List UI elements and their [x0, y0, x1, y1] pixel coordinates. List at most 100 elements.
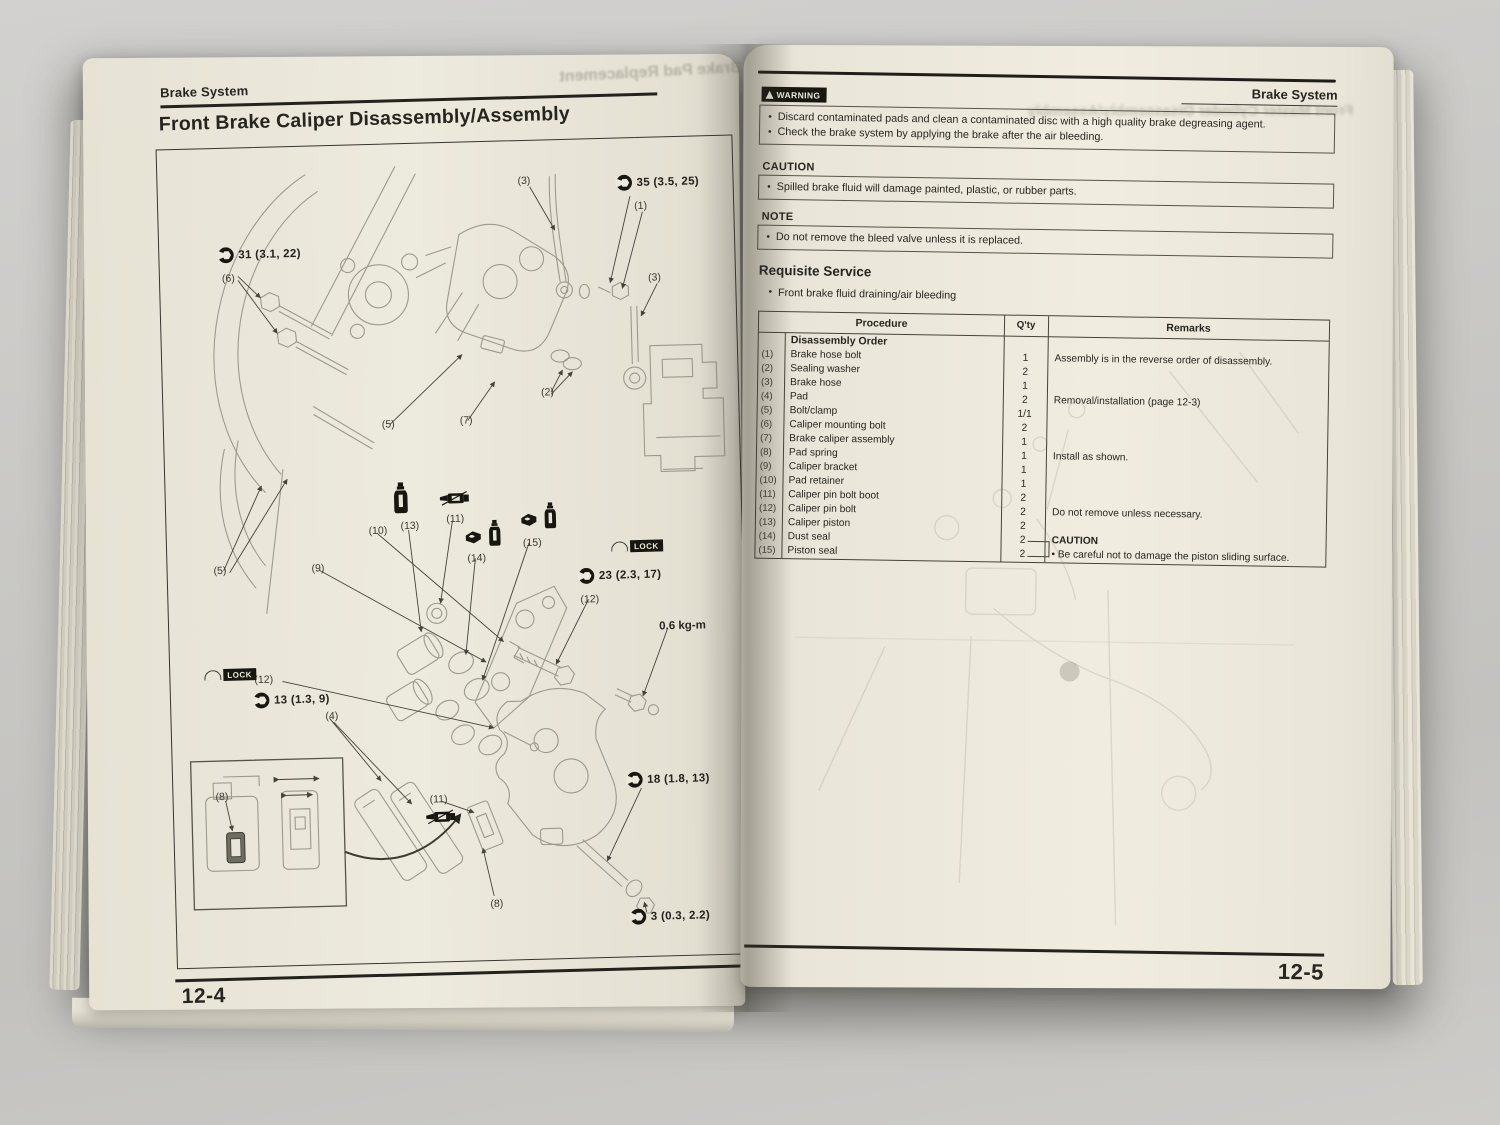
row-number: (1)	[761, 348, 774, 360]
bullet-icon: •	[768, 286, 773, 298]
diagram-frame: (3)(1)(3)(6)(2)(5)(7)(5)(9)(10)(13)(11)(…	[155, 134, 754, 970]
row-qty: 2	[1020, 506, 1026, 518]
row-part-name: Pad	[789, 391, 809, 403]
torque-callout: 23 (2.3, 17)	[577, 565, 662, 584]
caution-label: CAUTION	[762, 160, 815, 174]
lock-agent-badge: LOCK	[204, 668, 257, 681]
column-header-qty: Q'ty	[1016, 319, 1036, 331]
row-qty: 1/1	[1017, 408, 1032, 420]
part-ref-label: (2)	[540, 386, 555, 399]
note-label: NOTE	[761, 210, 794, 224]
grease-pack-icon	[465, 531, 481, 544]
brake-fluid-bottle-icon	[544, 502, 557, 529]
part-ref-label: (15)	[522, 536, 542, 550]
row-remark: • Be careful not to damage the piston sl…	[1051, 549, 1290, 565]
grease-tube-icon	[439, 491, 469, 506]
lock-label: LOCK	[223, 668, 257, 681]
row-number: (10)	[759, 474, 777, 486]
row-qty: 2	[1022, 366, 1029, 378]
lock-arc-icon	[610, 541, 629, 552]
row-part-name: Brake hose	[789, 377, 842, 389]
notice-item: •Do not remove the bleed valve unless it…	[766, 230, 1024, 247]
brake-fluid-bottle-icon	[394, 482, 408, 514]
torque-callout: 3 (0.3, 2.2)	[629, 906, 711, 925]
part-ref-label: (8)	[490, 897, 504, 911]
row-number: (14)	[758, 530, 776, 542]
row-qty: 1	[1020, 478, 1027, 490]
inset-detail	[189, 757, 462, 911]
row-qty: 1	[1021, 450, 1027, 462]
supply-icon-wrap	[465, 530, 482, 544]
row-part-name: Caliper bracket	[788, 461, 858, 474]
part-outlines	[213, 166, 726, 914]
part-ref-label: (3)	[517, 174, 531, 188]
torque-value: 3 (0.3, 2.2)	[650, 908, 711, 923]
torque-wrench-icon	[615, 174, 632, 191]
showthrough-ghost-diagram	[795, 351, 1299, 926]
qty-caution-bracket	[1027, 540, 1050, 558]
lock-arc-icon	[204, 670, 222, 681]
row-part-name: Brake hose bolt	[790, 349, 862, 362]
row-number: (5)	[760, 404, 773, 416]
bullet-icon: •	[767, 126, 772, 138]
row-number: (12)	[759, 502, 777, 514]
row-number: (7)	[760, 432, 773, 444]
supply-icon-wrap	[393, 482, 408, 514]
bullet-icon: •	[768, 111, 772, 123]
part-ref-label: (4)	[325, 709, 339, 723]
page-number-right: 12-5	[1277, 958, 1325, 985]
part-ref-label: (12)	[254, 673, 274, 687]
bullet-icon: •	[766, 231, 770, 243]
row-part-name: Bolt/clamp	[789, 405, 838, 417]
supply-icon-wrap	[439, 490, 470, 506]
row-part-name: Caliper mounting bolt	[789, 419, 886, 432]
row-qty: 1	[1020, 464, 1027, 476]
row-number: (15)	[758, 544, 776, 556]
notice-item: •Spilled brake fluid will damage painted…	[767, 180, 1077, 198]
torque-callout: 31 (3.1, 22)	[217, 245, 301, 264]
row-number: (9)	[759, 460, 772, 472]
row-number: (2)	[761, 362, 774, 374]
part-ref-label: (11)	[429, 793, 448, 806]
part-ref-label: (7)	[459, 414, 473, 427]
row-part-name: Pad spring	[788, 447, 838, 459]
torque-wrench-icon	[629, 908, 647, 925]
column-header-procedure: Procedure	[855, 317, 908, 330]
row-part-name: Pad retainer	[788, 475, 845, 488]
supply-icon-wrap	[488, 519, 501, 546]
right-page: Front Master Cylinder Disassembly/Assemb…	[740, 44, 1394, 990]
row-qty: 1	[1022, 352, 1029, 364]
row-number: (4)	[760, 390, 773, 402]
torque-wrench-icon	[217, 247, 234, 264]
row-number: (13)	[758, 516, 777, 528]
part-ref-label: (8)	[215, 790, 229, 804]
torque-value: 31 (3.1, 22)	[238, 247, 301, 261]
row-number: (6)	[760, 418, 773, 430]
torque-wrench-icon	[252, 692, 270, 709]
part-ref-label: (10)	[368, 524, 388, 538]
row-qty: 1	[1021, 436, 1028, 448]
torque-value: 35 (3.5, 25)	[636, 174, 700, 189]
torque-text-callout: 0.6 kg-m	[659, 619, 707, 633]
brake-fluid-bottle-icon	[489, 519, 501, 546]
row-number: (11)	[759, 488, 776, 500]
torque-wrench-icon	[577, 568, 595, 584]
row-number: (8)	[759, 446, 772, 458]
warning-badge-label: WARNING	[776, 89, 821, 101]
torque-callout: 35 (3.5, 25)	[615, 172, 699, 191]
supply-icon-wrap	[544, 502, 557, 529]
part-ref-label: (5)	[213, 564, 227, 578]
part-ref-label: (13)	[400, 519, 420, 533]
row-part-name: Sealing washer	[790, 363, 861, 376]
row-number: (3)	[760, 376, 773, 388]
part-ref-label: (3)	[647, 271, 662, 284]
row-qty: 2	[1020, 492, 1027, 504]
supply-icon-wrap	[520, 513, 537, 527]
lock-agent-badge: LOCK	[610, 539, 663, 553]
row-part-name: Caliper piston	[787, 517, 851, 530]
row-qty: 1	[1022, 380, 1028, 392]
lock-label: LOCK	[629, 539, 663, 553]
row-part-name: Piston seal	[787, 545, 838, 557]
part-ref-label: (1)	[634, 199, 648, 213]
leader-arrows	[223, 186, 668, 913]
